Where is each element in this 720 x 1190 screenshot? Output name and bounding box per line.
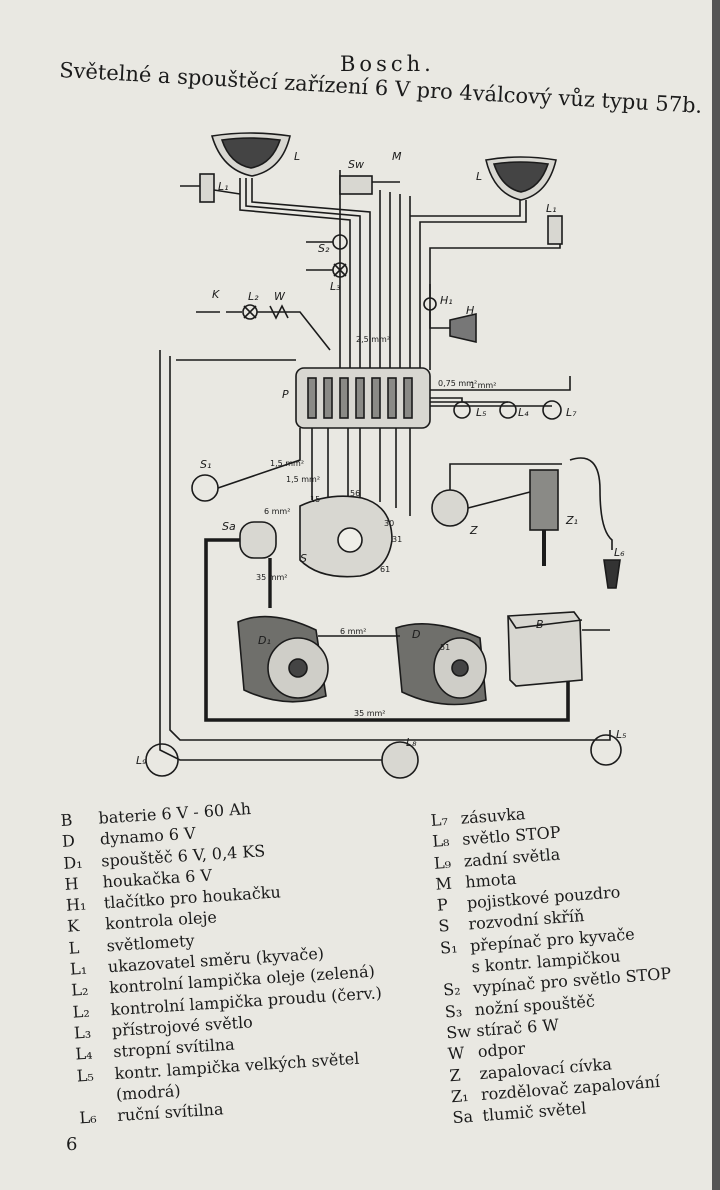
label-D: D [412,628,420,641]
label-M-wiper: M [392,150,402,163]
label-Sa: Sa [222,520,236,533]
label-L7: L₇ [566,406,577,419]
label-L5-rear: L₅ [616,728,627,741]
label-S1: S₁ [200,458,211,471]
label-S2: S₂ [318,242,330,255]
label-H: H [466,304,474,317]
wire-25mm: 2,5 mm² [356,335,390,344]
wire-6mm-a: 6 mm² [264,507,290,516]
wire-6mm-b: 6 mm² [340,627,366,636]
label-L4: L₄ [518,406,529,419]
label-Z: Z [469,524,478,537]
page-number: 6 [66,1134,78,1155]
label-D1: D₁ [258,634,271,647]
headlight-right [485,156,557,201]
label-L8: L₈ [406,736,417,749]
wiring-diagram: L L₁ Sw M L L₁ S₂ L₃ H₁ H K L₂ W P L₅ L₄… [136,132,627,779]
label-L-right: L [476,170,482,183]
label-L5: L₅ [476,406,487,419]
headlight-left [210,132,291,177]
brand-header: Bosch. [340,52,435,76]
terminal-56: 56 [350,489,360,498]
label-Sw: Sw [348,158,364,171]
wire-15mm-a: 1,5 mm² [270,459,304,468]
wire-35mm-a: 35 mm² [354,709,386,718]
wire-15mm-b: 1,5 mm² [286,475,320,484]
label-L9: L₉ [136,754,147,767]
label-B: B [536,618,544,631]
label-L1-left: L₁ [218,180,229,193]
label-L1-right: L₁ [546,202,557,215]
wire-35mm-b: 35 mm² [256,573,288,582]
label-P: P [282,388,289,401]
terminal-15: 15 [310,495,320,504]
terminal-30: 30 [384,519,394,528]
label-L-left: L [294,150,300,163]
page-edge [712,0,720,1190]
label-L3: L₃ [330,280,341,293]
wire-075mm: 0,75 mm² [438,379,477,388]
label-L6: L₆ [614,546,625,559]
label-Z1: Z₁ [565,514,578,527]
label-S: S [300,552,307,565]
label-W: W [274,290,286,303]
terminal-61: 61 [380,565,390,574]
label-L2: L₂ [248,290,259,303]
terminal-51: 51 [440,643,450,652]
label-K: K [212,288,220,301]
wire-1mm: 1 mm² [470,381,496,390]
terminal-31: 31 [392,535,402,544]
label-H1: H₁ [440,294,453,307]
